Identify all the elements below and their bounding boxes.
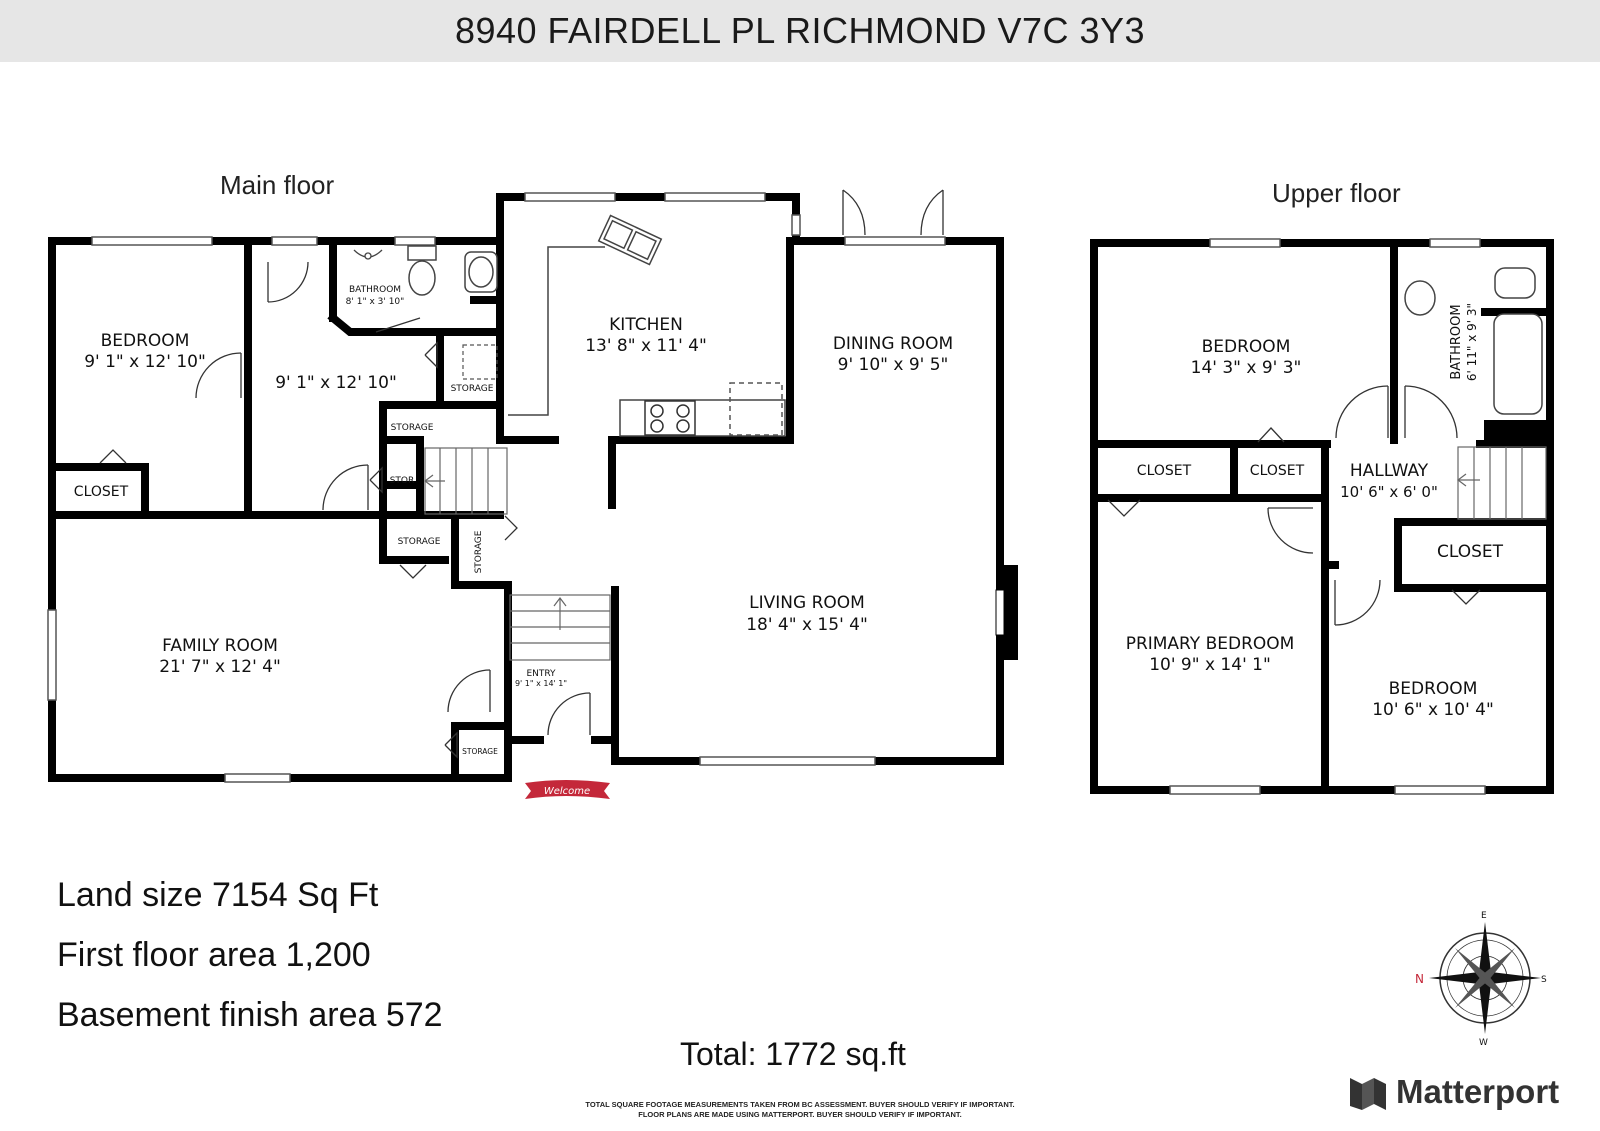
label-bedroom: BEDROOM [101, 331, 190, 351]
address-title: 8940 FAIRDELL PL RICHMOND V7C 3Y3 [454, 10, 1146, 51]
dims-hallway: 10' 6" x 6' 0" [1340, 483, 1438, 501]
label-family: FAMILY ROOM [162, 636, 278, 656]
disclaimer-line-2: FLOOR PLANS ARE MADE USING MATTERPORT. B… [638, 1110, 962, 1119]
label-hallway: HALLWAY [1350, 461, 1429, 481]
kitchen-island-outline [729, 382, 783, 436]
label-upper-closet-1: CLOSET [1137, 463, 1192, 479]
dims-bedroom: 9' 1" x 12' 10" [84, 352, 206, 372]
fireplace-icon [1000, 565, 1018, 660]
dims-family: 21' 7" x 12' 4" [159, 657, 281, 677]
dims-entry: 9' 1" x 14' 1" [515, 679, 567, 688]
label-storage-3: STORAGE [398, 537, 441, 547]
disclaimer-line-1: TOTAL SQUARE FOOTAGE MEASUREMENTS TAKEN … [585, 1100, 1015, 1109]
main-floor-windows [47, 192, 946, 783]
compass-e: E [1481, 911, 1487, 921]
dims-upper-bedroom-2: 10' 6" x 10' 4" [1372, 700, 1494, 720]
label-storage-4: STORAGE [474, 530, 484, 573]
label-primary-bedroom: PRIMARY BEDROOM [1126, 634, 1295, 654]
label-living: LIVING ROOM [749, 593, 865, 613]
label-entry: ENTRY [526, 669, 556, 679]
matterport-wordmark: Matterport [1396, 1073, 1560, 1110]
label-upper-bedroom-2: BEDROOM [1389, 679, 1478, 699]
toilet-icon [407, 245, 437, 296]
matterport-logo-icon [1350, 1078, 1386, 1110]
upper-floor-windows [1169, 238, 1486, 795]
label-storage-5: STORAGE [462, 747, 498, 756]
welcome-mat: Welcome [525, 780, 610, 799]
label-storage-1: STORAGE [451, 384, 494, 394]
main-stairs-icon [424, 447, 508, 515]
label-stor: STOR [390, 476, 415, 486]
label-upper-bedroom: BEDROOM [1202, 337, 1291, 357]
label-upper-closet-2: CLOSET [1250, 463, 1305, 479]
welcome-text: Welcome [544, 786, 590, 797]
label-upper-closet-3: CLOSET [1437, 542, 1504, 562]
main-floor-labels: BEDROOM 9' 1" x 12' 10" 9' 1" x 12' 10" … [74, 285, 953, 756]
land-size: Land size 7154 Sq Ft [57, 876, 379, 914]
label-bathroom: BATHROOM [349, 285, 401, 295]
storage-outline [462, 344, 498, 380]
entry-stairs-icon [509, 594, 611, 661]
basement-area: Basement finish area 572 [57, 996, 443, 1034]
kitchen-counter [508, 246, 786, 437]
upper-floor-walls [1090, 239, 1554, 794]
label-closet: CLOSET [74, 484, 129, 500]
compass-rose-icon: N E S W [1415, 911, 1547, 1048]
upper-floor-doors [1107, 385, 1481, 626]
label-dining: DINING ROOM [833, 334, 953, 354]
address-banner: 8940 FAIRDELL PL RICHMOND V7C 3Y3 [0, 0, 1600, 62]
label-upper-bathroom: BATHROOM [1449, 304, 1464, 379]
main-floor-doors [99, 189, 944, 759]
upper-bath-fixtures [1404, 267, 1543, 415]
upper-floor-labels: BEDROOM 14' 3" x 9' 3" BATHROOM 6' 11" x… [1126, 303, 1504, 720]
dims-upper-bedroom: 14' 3" x 9' 3" [1191, 358, 1302, 378]
matterport-logo: Matterport [1348, 1072, 1559, 1112]
label-storage-2: STORAGE [391, 423, 434, 433]
main-floor-walls [48, 193, 1004, 782]
tub-icon [464, 251, 498, 293]
compass-s: S [1541, 975, 1547, 985]
dims-kitchen: 13' 8" x 11' 4" [585, 336, 707, 356]
total-area: Total: 1772 sq.ft [680, 1036, 906, 1072]
first-floor-area: First floor area 1,200 [57, 936, 371, 974]
dims-bathroom: 8' 1" x 3' 10" [346, 297, 405, 307]
compass-w: W [1479, 1038, 1488, 1048]
kitchen-sink-icon [597, 214, 663, 266]
dims-living: 18' 4" x 15' 4" [746, 615, 868, 635]
label-kitchen: KITCHEN [609, 315, 683, 335]
dims-dining: 9' 10" x 9' 5" [838, 355, 949, 375]
upper-stairs-icon [1457, 446, 1547, 520]
compass-n: N [1415, 972, 1424, 986]
dims-den: 9' 1" x 12' 10" [275, 373, 397, 393]
upper-floor-label: Upper floor [1272, 178, 1401, 208]
bath-sink-icon [353, 249, 383, 260]
disclaimer: TOTAL SQUARE FOOTAGE MEASUREMENTS TAKEN … [540, 1100, 1060, 1120]
main-floor-label: Main floor [220, 170, 335, 200]
stove-icon [644, 400, 696, 436]
dims-primary-bedroom: 10' 9" x 14' 1" [1149, 655, 1271, 675]
dims-upper-bathroom: 6' 11" x 9' 3" [1465, 303, 1479, 381]
